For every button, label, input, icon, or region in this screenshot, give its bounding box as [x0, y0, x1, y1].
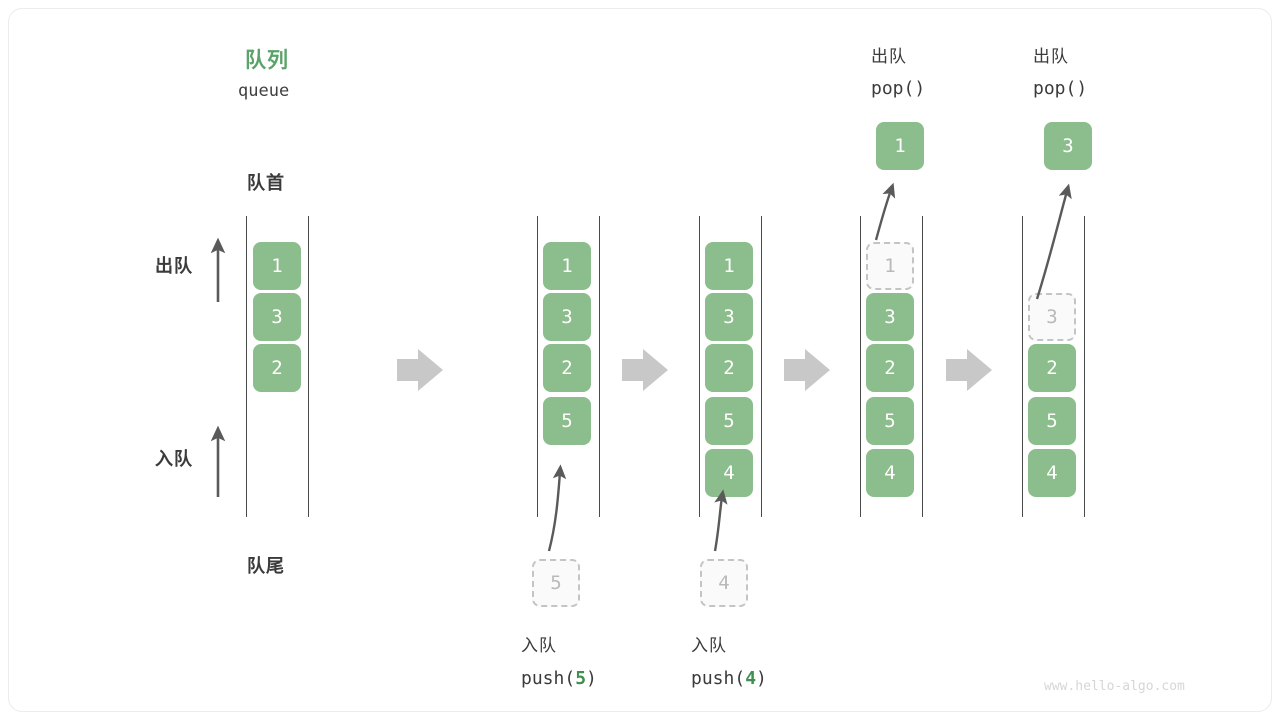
rail-left	[860, 216, 861, 517]
push4-caption-code: push(4)	[691, 668, 767, 689]
push5-arrow	[547, 464, 567, 552]
diagram-title-cn: 队列	[245, 48, 289, 72]
queue-cell: 2	[1028, 344, 1076, 392]
queue-cell-new: 5	[543, 397, 591, 445]
rail-left	[699, 216, 700, 517]
flow-arrow-2	[622, 349, 668, 391]
incoming-ghost-cell: 5	[532, 559, 580, 607]
flow-arrow-1	[397, 349, 443, 391]
queue-front-label: 队首	[247, 173, 285, 194]
queue-cell: 2	[705, 344, 753, 392]
pop1-caption-cn: 出队	[871, 47, 907, 67]
queue-cell-ghost: 3	[1028, 293, 1076, 341]
queue-cell: 3	[866, 293, 914, 341]
popped-cell: 1	[876, 122, 924, 170]
pop1-caption-code: pop()	[871, 78, 926, 99]
queue-cell: 1	[705, 242, 753, 290]
rail-right	[1084, 216, 1085, 517]
push4-caption-cn: 入队	[691, 636, 727, 656]
push5-caption-code: push(5)	[521, 668, 597, 689]
push4-code-num: 4	[745, 668, 757, 689]
rail-right	[922, 216, 923, 517]
rail-left	[246, 216, 247, 517]
queue-cell-ghost: 1	[866, 242, 914, 290]
popped-cell: 3	[1044, 122, 1092, 170]
push4-code-prefix: push(	[691, 668, 746, 689]
dequeue-side-label: 出队	[155, 256, 193, 277]
rail-left	[1022, 216, 1023, 517]
diagram-card: 队列 queue 队首 队尾 出队 入队 1 3 2 1 3 2 5 5 入队 …	[8, 8, 1272, 712]
queue-cell: 2	[543, 344, 591, 392]
rail-right	[599, 216, 600, 517]
queue-cell: 4	[1028, 449, 1076, 497]
push4-code-suffix: )	[756, 668, 767, 689]
rail-right	[308, 216, 309, 517]
queue-rear-label: 队尾	[247, 556, 285, 577]
watermark: www.hello-algo.com	[1044, 679, 1185, 694]
push4-arrow	[713, 489, 728, 552]
queue-cell-new: 4	[705, 449, 753, 497]
flow-arrow-3	[784, 349, 830, 391]
rail-right	[761, 216, 762, 517]
queue-cell: 3	[253, 293, 301, 341]
queue-cell: 2	[253, 344, 301, 392]
pop3-caption-cn: 出队	[1033, 47, 1069, 67]
push5-code-prefix: push(	[521, 668, 576, 689]
incoming-ghost-cell: 4	[700, 559, 748, 607]
pop3-arrow	[1035, 183, 1072, 300]
pop3-caption-code: pop()	[1033, 78, 1088, 99]
push5-code-suffix: )	[586, 668, 597, 689]
enqueue-side-label: 入队	[155, 449, 193, 470]
queue-cell: 3	[705, 293, 753, 341]
push5-caption-cn: 入队	[521, 636, 557, 656]
queue-cell: 3	[543, 293, 591, 341]
rail-left	[537, 216, 538, 517]
diagram-title-en: queue	[238, 81, 290, 101]
queue-cell: 5	[866, 397, 914, 445]
push5-code-num: 5	[575, 668, 587, 689]
queue-cell: 1	[543, 242, 591, 290]
queue-cell: 1	[253, 242, 301, 290]
flow-arrow-4	[946, 349, 992, 391]
queue-cell: 2	[866, 344, 914, 392]
pop1-arrow	[874, 182, 896, 241]
queue-cell: 5	[705, 397, 753, 445]
queue-cell: 4	[866, 449, 914, 497]
queue-cell: 5	[1028, 397, 1076, 445]
